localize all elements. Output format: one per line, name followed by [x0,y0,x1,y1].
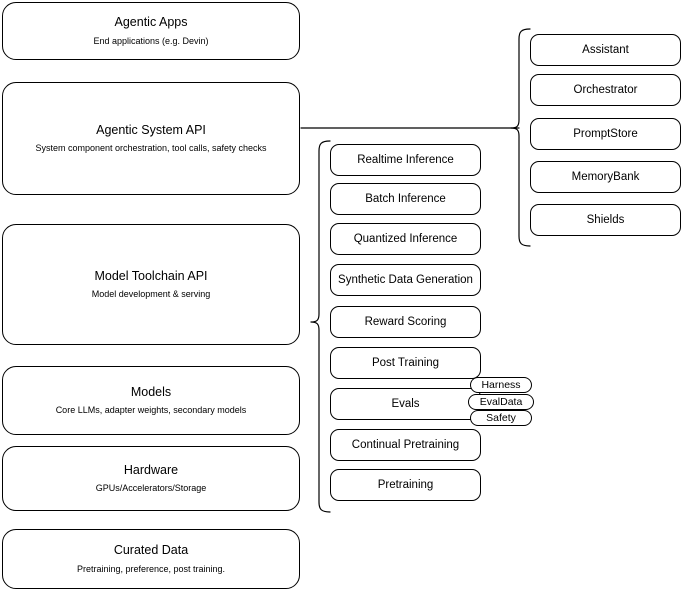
component-label: Quantized Inference [353,232,458,245]
component-synthetic-data-generation[interactable]: Synthetic Data Generation [330,264,481,296]
pill-label: Harness [481,378,521,391]
layer-agentic-system-api[interactable]: Agentic System API System component orch… [2,82,300,195]
layer-hardware[interactable]: Hardware GPUs/Accelerators/Storage [2,446,300,511]
eval-subcomponent-safety[interactable]: Safety [470,410,532,426]
component-label: Synthetic Data Generation [338,273,473,286]
component-pretraining[interactable]: Pretraining [330,469,481,501]
layer-subtitle: GPUs/Accelerators/Storage [95,483,207,494]
component-label: PromptStore [573,127,638,140]
component-continual-pretraining[interactable]: Continual Pretraining [330,429,481,461]
component-evals[interactable]: Evals [330,388,481,420]
layer-subtitle: End applications (e.g. Devin) [93,35,209,46]
layer-title: Agentic Apps [114,15,188,30]
layer-models[interactable]: Models Core LLMs, adapter weights, secon… [2,366,300,435]
system-components-brace [510,28,531,247]
component-label: Shields [586,213,625,226]
component-label: MemoryBank [571,170,640,183]
component-label: Continual Pretraining [351,438,460,451]
layer-agentic-apps[interactable]: Agentic Apps End applications (e.g. Devi… [2,2,300,60]
component-memorybank[interactable]: MemoryBank [530,161,681,193]
layer-title: Models [130,384,172,399]
layer-subtitle: Model development & serving [91,289,211,300]
toolchain-components-brace [310,140,331,513]
layer-curated-data[interactable]: Curated Data Pretraining, preference, po… [2,529,300,589]
component-assistant[interactable]: Assistant [530,34,681,66]
component-reward-scoring[interactable]: Reward Scoring [330,306,481,338]
layer-title: Hardware [123,462,179,477]
component-label: Pretraining [377,478,434,491]
component-quantized-inference[interactable]: Quantized Inference [330,223,481,255]
component-post-training[interactable]: Post Training [330,347,481,379]
component-label: Orchestrator [573,83,638,96]
pill-label: Safety [486,411,516,424]
component-label: Assistant [582,43,629,56]
eval-subcomponent-harness[interactable]: Harness [470,377,532,393]
component-batch-inference[interactable]: Batch Inference [330,183,481,215]
eval-subcomponent-evaldata[interactable]: EvalData [468,394,534,410]
component-label: Realtime Inference [357,153,454,166]
layer-title: Model Toolchain API [94,268,208,283]
component-label: Post Training [371,356,440,369]
layer-subtitle: Core LLMs, adapter weights, secondary mo… [55,405,247,416]
layer-model-toolchain-api[interactable]: Model Toolchain API Model development & … [2,224,300,345]
pill-label: EvalData [479,395,523,408]
layer-title: Curated Data [113,543,189,558]
component-label: Reward Scoring [364,315,447,328]
component-orchestrator[interactable]: Orchestrator [530,74,681,106]
layer-subtitle: System component orchestration, tool cal… [35,143,267,154]
layer-subtitle: Pretraining, preference, post training. [76,563,226,574]
component-realtime-inference[interactable]: Realtime Inference [330,144,481,176]
layer-title: Agentic System API [96,122,206,137]
component-promptstore[interactable]: PromptStore [530,118,681,150]
component-label: Evals [391,397,420,410]
component-label: Batch Inference [365,192,446,205]
component-shields[interactable]: Shields [530,204,681,236]
